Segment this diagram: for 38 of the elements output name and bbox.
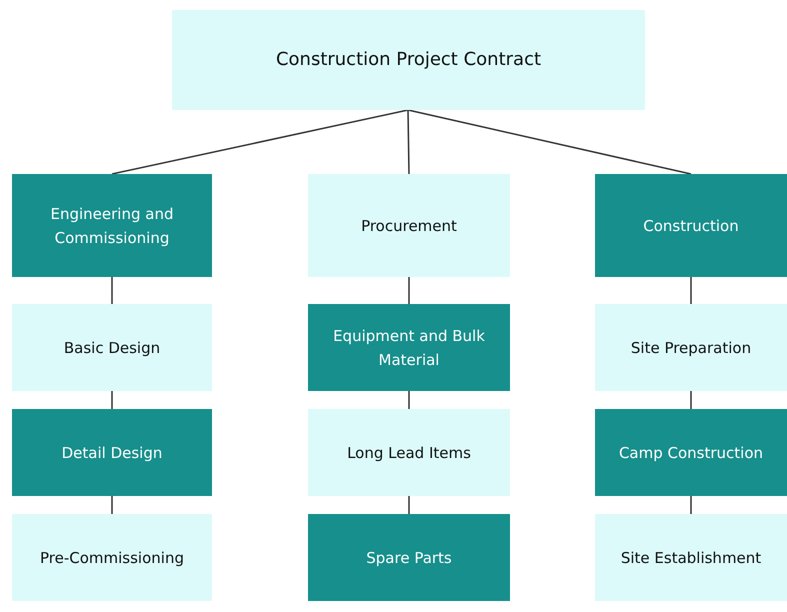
org-box [595,409,787,496]
org-box [12,514,212,601]
connector-line [112,109,408,175]
box-label: Pre-Commissioning [40,548,184,568]
box-label: Long Lead Items [347,442,471,464]
org-box [308,409,510,496]
box-label: Equipment and Bulk Material [332,326,486,370]
org-box [308,514,510,601]
org-box [12,174,212,277]
connector-line [408,109,692,175]
box-label: Detail Design [62,442,162,464]
org-box [172,10,645,110]
org-box [12,409,212,496]
box-label: Spare Parts [366,548,452,568]
box-label: Engineering and Commissioning [50,204,174,248]
box-label: Procurement [361,216,457,236]
box-label: Construction Project Contract [276,48,542,72]
org-box [595,174,787,277]
box-label: Site Establishment [620,548,762,568]
connector-line [111,496,113,514]
box-label: Camp Construction [618,442,764,464]
connector-line [690,277,692,304]
org-box [308,304,510,391]
connector-line [690,391,692,409]
org-box [595,514,787,601]
org-box [595,304,787,391]
box-label: Site Preparation [630,338,752,358]
connector-line [111,277,113,304]
org-box [308,174,510,277]
connector-line [690,496,692,514]
box-label: Construction [643,216,739,236]
connector-line [408,496,410,514]
connector-line [407,110,410,174]
org-box [12,304,212,391]
connector-line [408,391,410,409]
connector-line [408,277,410,304]
box-label: Basic Design [64,338,160,358]
connector-line [111,391,113,409]
